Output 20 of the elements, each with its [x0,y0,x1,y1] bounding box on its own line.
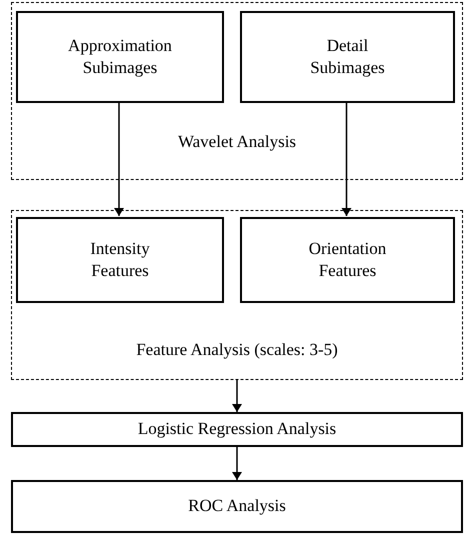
box-label: Intensity Features [89,238,151,282]
process-box [11,480,463,533]
process-box [16,11,224,103]
process-box [11,412,463,447]
box-label: Orientation Features [308,238,388,282]
process-box [240,11,455,103]
dashed-group-frame [11,2,463,180]
arrow [114,102,124,216]
box-label: ROC Analysis [188,495,286,518]
dashed-group-frame [11,210,463,380]
box-label: Approximation Subimages [67,34,173,79]
arrow [232,380,242,412]
group-label: Feature Analysis (scales: 3-5) [135,339,339,360]
group-label: Wavelet Analysis [176,131,298,152]
arrow [232,447,242,480]
box-label: Detail Subimages [309,34,386,79]
box-label: Logistic Regression Analysis [138,418,336,440]
arrow [342,102,352,216]
process-box [16,217,224,303]
process-box [240,217,455,303]
